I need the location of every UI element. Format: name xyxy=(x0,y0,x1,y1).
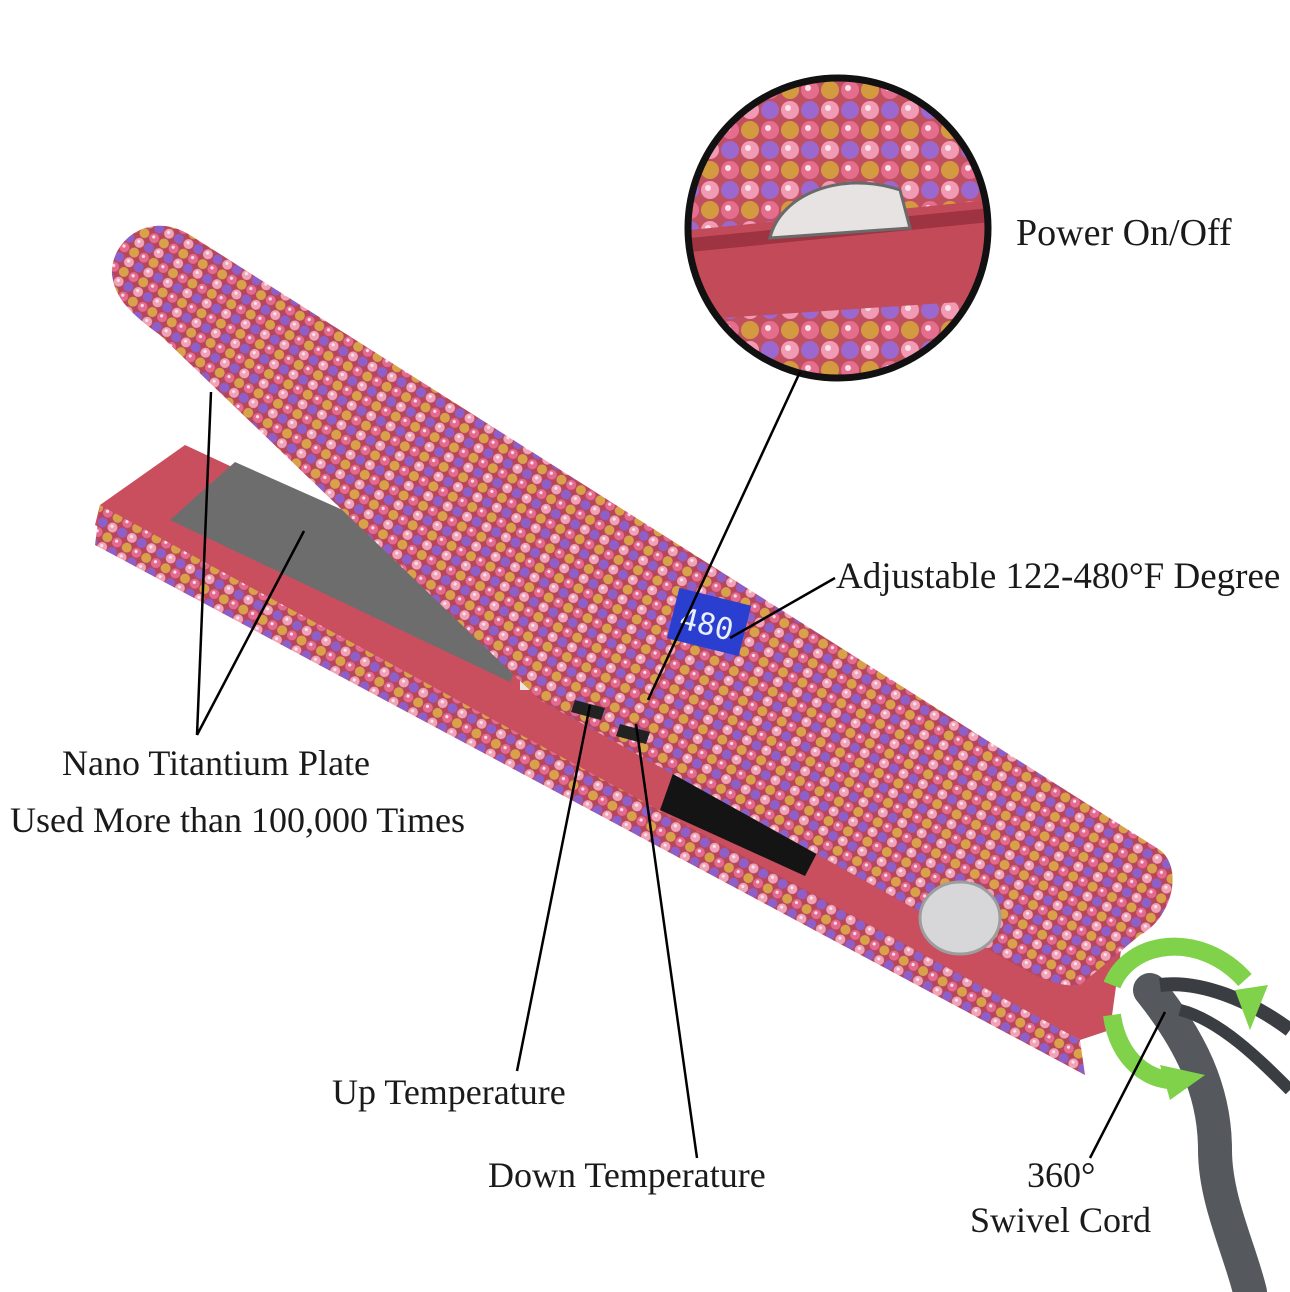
plate-label-line2: Used More than 100,000 Times xyxy=(10,800,466,840)
adjustable-temperature-label: Adjustable 122-480°F Degree xyxy=(836,556,1281,597)
power-label: Power On/Off xyxy=(1016,212,1232,254)
power-cord xyxy=(1133,973,1290,1292)
upper-arm: 480 xyxy=(111,225,1173,986)
zoom-inset xyxy=(684,74,992,382)
down-temperature-label: Down Temperature xyxy=(488,1155,766,1195)
down-temperature-button xyxy=(616,724,650,744)
plate-label-line1: Nano Titantium Plate xyxy=(62,743,371,783)
temperature-display xyxy=(666,587,752,657)
up-temperature-label: Up Temperature xyxy=(332,1072,566,1112)
swivel-label-line1: 360° xyxy=(1027,1155,1096,1195)
leader-lines xyxy=(195,371,1167,1159)
titanium-plate xyxy=(170,462,545,682)
swivel-knob xyxy=(918,880,1002,956)
power-switch xyxy=(768,181,912,240)
warning-label xyxy=(660,765,830,876)
swivel-label-line2: Swivel Cord xyxy=(970,1200,1152,1240)
lower-arm xyxy=(95,445,1130,1075)
